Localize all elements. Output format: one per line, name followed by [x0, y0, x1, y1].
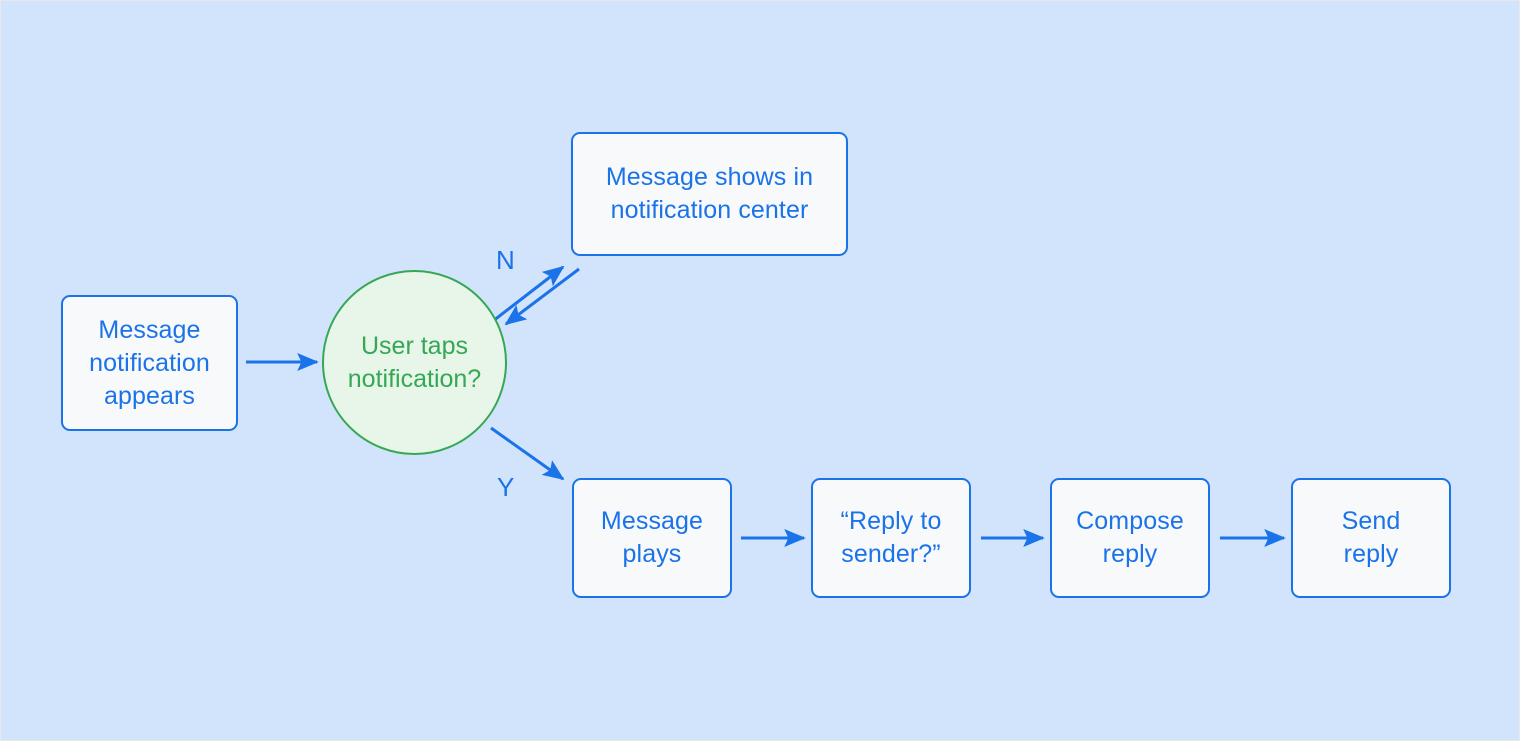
node-send-reply[interactable]: Send reply: [1291, 478, 1451, 598]
edge-label-yes: Y: [497, 472, 515, 502]
edge-decision-to-notification-center: [492, 265, 565, 323]
node-message-shows-in-notification-center[interactable]: Message shows in notification center: [571, 132, 848, 256]
edge-notification-center-to-decision: [504, 267, 580, 326]
node-user-taps-notification-decision[interactable]: User taps notification?: [322, 270, 507, 455]
node-reply-to-sender-prompt[interactable]: “Reply to sender?”: [811, 478, 971, 598]
node-message-notification-appears[interactable]: Message notification appears: [61, 295, 238, 431]
node-message-plays[interactable]: Message plays: [572, 478, 732, 598]
edge-label-no: N: [496, 245, 515, 275]
node-compose-reply[interactable]: Compose reply: [1050, 478, 1210, 598]
